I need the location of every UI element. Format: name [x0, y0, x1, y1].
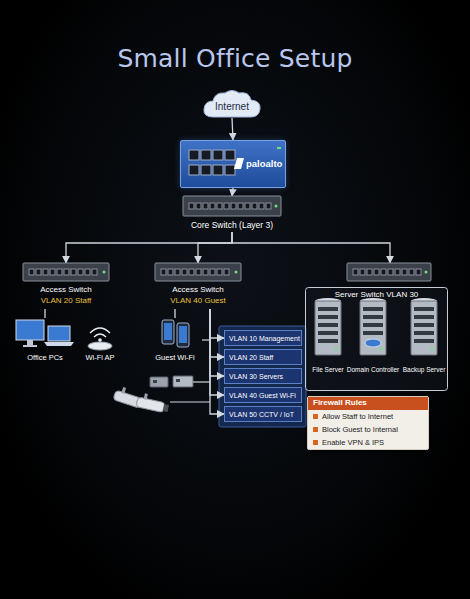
node-label: Core Switch (Layer 3) [170, 221, 294, 230]
node-label: VLAN 10 Management [229, 335, 300, 342]
node-label: Internet [201, 102, 263, 112]
access-switch: Access SwitchVLAN 20 Staff [20, 263, 112, 309]
connector [198, 232, 232, 263]
node-label: Wi-Fi AP [78, 354, 122, 362]
device-icon [352, 297, 394, 363]
vlan-row: VLAN 30 Servers [224, 368, 302, 384]
vlan-row: VLAN 50 CCTV / IoT [224, 406, 302, 422]
node-label: paloalto [246, 159, 282, 169]
server-icon: Backup Server [403, 297, 445, 379]
vlan-row: VLAN 40 Guest Wi-Fi [224, 387, 302, 403]
firewall-device: paloalto [180, 140, 286, 188]
guest-devices: Guest Wi-Fi [148, 318, 202, 364]
device-icon [78, 318, 122, 352]
connector [174, 309, 175, 318]
node-label: Guest Wi-Fi [148, 354, 202, 362]
node-label: Backup Server [403, 367, 446, 374]
node-label: VLAN 40 Guest [152, 297, 244, 305]
node-label: Access Switch [20, 286, 112, 294]
cctv-cameras [113, 385, 170, 413]
device-icon [20, 263, 112, 281]
diagram-title: Small Office Setup [0, 44, 470, 73]
node-label: Firewall Rules [308, 397, 428, 410]
wifi-access-point: Wi-Fi AP [78, 318, 122, 364]
connector [210, 309, 224, 338]
vlan-row: VLAN 10 Management [224, 330, 302, 346]
iot-devices [150, 376, 193, 387]
device-icon [403, 297, 445, 363]
device-icon [307, 297, 349, 363]
node-label: VLAN 20 Staff [20, 297, 112, 305]
device-icon [170, 196, 294, 216]
node-label: Enable VPN & IPS [308, 436, 428, 449]
vlan-row: VLAN 20 Staff [224, 349, 302, 365]
connector [232, 118, 233, 140]
node-label: Access Switch [152, 286, 244, 294]
connector [210, 309, 224, 357]
server-switch-group: Server Switch VLAN 30 File Server Domain C… [305, 263, 448, 391]
core-switch: Core Switch (Layer 3) [170, 196, 294, 232]
node-label: VLAN 30 Servers [229, 373, 283, 380]
device-icon [152, 263, 244, 281]
node-label: VLAN 40 Guest Wi-Fi [229, 392, 296, 399]
access-switch: Access SwitchVLAN 40 Guest [152, 263, 244, 309]
node-label: VLAN 20 Staff [229, 354, 273, 361]
vlan-panel [219, 326, 306, 427]
server-icon: File Server [307, 297, 349, 379]
connector [210, 309, 224, 414]
connector [44, 309, 45, 318]
pc-group: Office PCs [14, 318, 76, 364]
device-icon [148, 318, 202, 352]
device-icon [14, 318, 76, 352]
node-label: Server Switch VLAN 30 [305, 291, 448, 299]
internet-cloud: Internet [201, 88, 263, 118]
node-label: Allow Staff to Internet [308, 410, 428, 423]
connector [66, 232, 232, 263]
connector [232, 188, 233, 196]
node-label: Block Guest to Internal [308, 423, 428, 436]
node-label: Domain Controller [347, 367, 399, 374]
connector [232, 232, 390, 263]
firewall-rules-box: Firewall RulesAllow Staff to InternetBlo… [307, 396, 429, 450]
connector [210, 309, 224, 376]
feed-lines [170, 340, 210, 402]
node-label: VLAN 50 CCTV / IoT [229, 411, 294, 418]
node-label: Office PCs [14, 354, 76, 362]
server-icon: Domain Controller [352, 297, 394, 379]
node-label: File Server [312, 367, 343, 374]
connector [210, 309, 224, 395]
